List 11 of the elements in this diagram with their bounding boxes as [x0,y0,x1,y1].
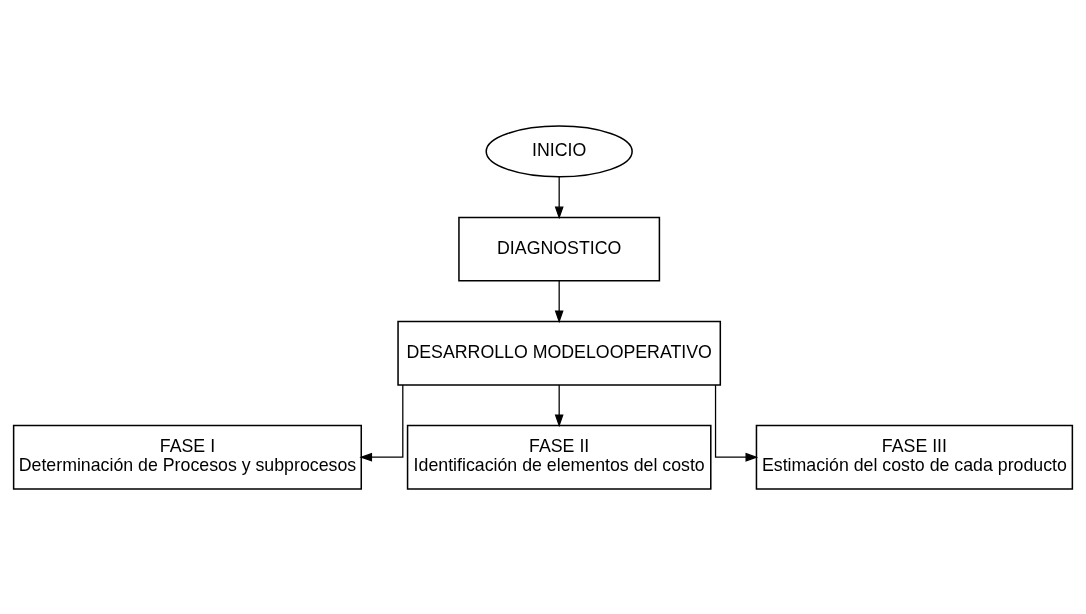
arrow [554,175,564,219]
node-box: DIAGNOSTICO [458,216,661,282]
arrow [714,383,759,462]
arrow [359,383,404,462]
arrow [554,383,564,427]
node-box: FASE III Estimación del costo de cada producto [755,424,1074,490]
node-ellipse: INICIO [485,124,633,178]
arrow [554,279,564,323]
node-box: DESARROLLO MODELOOPERATIVO [397,320,722,386]
node-box: FASE I Determinación de Procesos y subprocesos [12,424,362,490]
node-box: FASE II Identificación de elementos del costo [406,424,712,490]
